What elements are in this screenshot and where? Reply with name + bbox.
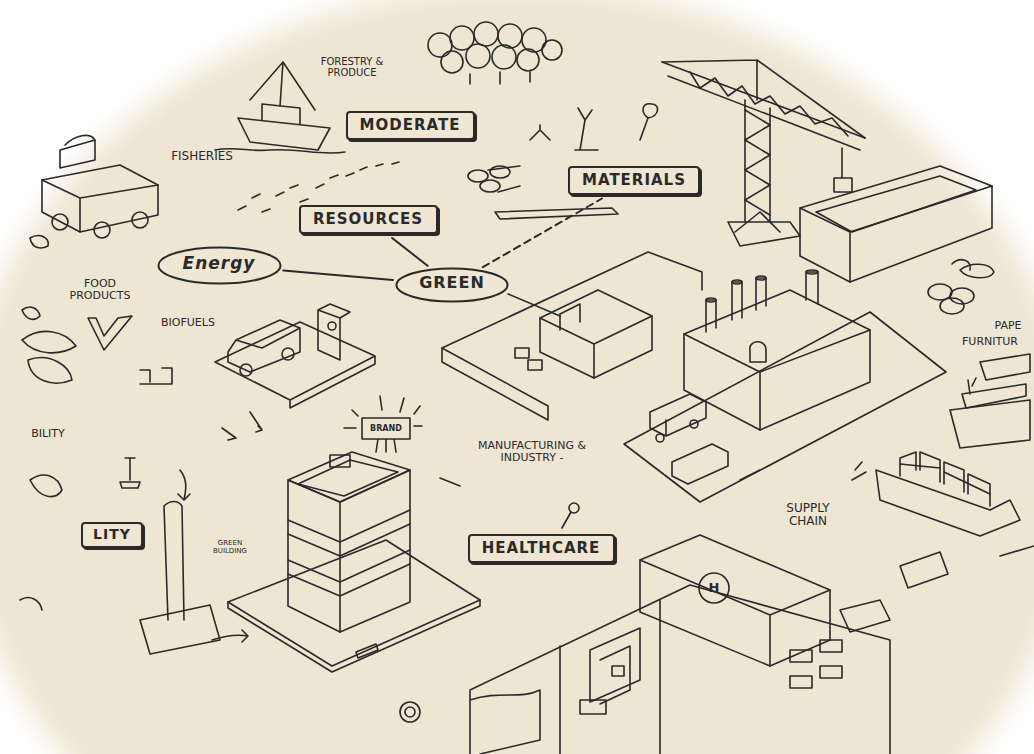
connector-line <box>283 271 393 280</box>
location-pin <box>562 503 579 528</box>
sketch-label: BILITY <box>13 428 83 440</box>
paper-furniture <box>928 260 1030 448</box>
sketch-label: PAPE <box>986 320 1030 332</box>
smokestack <box>20 475 220 654</box>
sketch-arrows <box>120 428 760 642</box>
green-building <box>228 396 480 672</box>
node-text: MATERIALS <box>582 172 686 189</box>
hospital <box>400 535 890 754</box>
factory <box>624 270 946 502</box>
sketch-label: MANUFACTURING & INDUSTRY - <box>465 440 600 464</box>
node-text: HEALTHCARE <box>482 540 601 557</box>
topic-box: MATERIALS <box>568 166 700 195</box>
biofuel-symbols <box>22 236 172 384</box>
connector-line <box>392 238 427 266</box>
sketch-label: BIOFUELS <box>143 317 233 329</box>
topic-box: MODERATE <box>346 111 475 140</box>
sketch-label: FORESTRY & PRODUCE <box>312 56 392 78</box>
log-truck <box>42 135 158 238</box>
sketch-label: SUPPLY CHAIN <box>773 502 843 528</box>
topic-box: LITY <box>81 522 143 548</box>
topic-oval: Energy <box>157 246 282 285</box>
sketch-label: GREEN BUILDING <box>210 540 250 555</box>
node-text: Energy <box>181 254 258 273</box>
connector-line <box>483 198 602 267</box>
sign-text: BRAND <box>364 425 408 434</box>
node-text: LITY <box>93 527 131 542</box>
sketch-label: FISHERIES <box>147 150 257 163</box>
center-oval: GREEN <box>395 267 509 303</box>
topic-box: HEALTHCARE <box>468 534 615 563</box>
helipad-letter: H <box>704 581 724 595</box>
container-ship <box>852 452 1034 588</box>
topic-box: RESOURCES <box>299 205 438 234</box>
building-foundation <box>800 166 994 282</box>
electric-car <box>215 304 375 432</box>
sketch-label: FOOD PRODUCTS <box>60 278 140 302</box>
node-text: RESOURCES <box>313 211 424 228</box>
sketch-label: FURNITUR <box>952 336 1028 348</box>
tower-crane <box>662 60 865 246</box>
fishing-boat <box>215 62 345 153</box>
node-text: MODERATE <box>360 117 461 134</box>
node-text: GREEN <box>417 274 487 292</box>
